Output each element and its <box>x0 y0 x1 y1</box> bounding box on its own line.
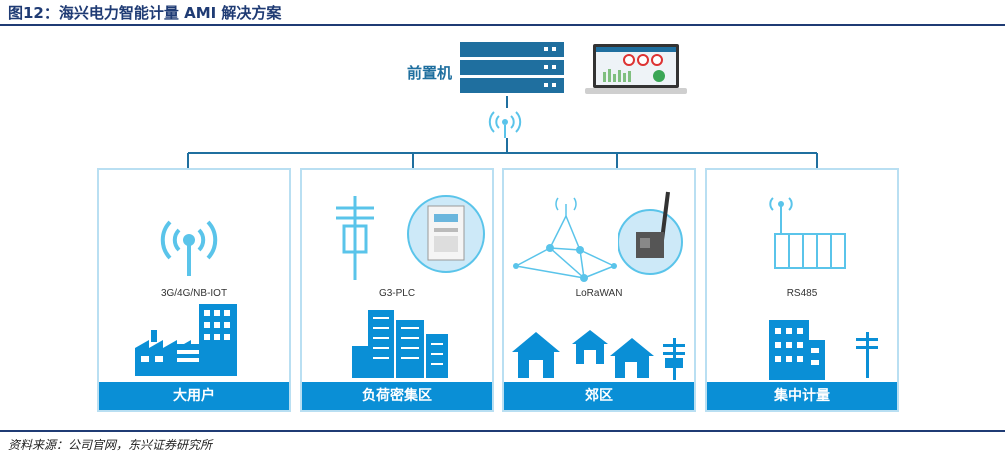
suburban-houses-icon <box>512 330 685 380</box>
factory-building-icon <box>135 304 237 376</box>
city-skyline-icon <box>352 310 448 378</box>
panel-large-users: 3G/4G/NB-IOT 大用户 <box>97 168 291 412</box>
lora-mesh-network-icon <box>513 197 617 282</box>
laptop-dashboard-icon <box>585 44 687 94</box>
wireless-signal-icon <box>488 111 522 138</box>
footer-divider <box>0 430 1005 432</box>
office-building-icon <box>769 320 878 380</box>
server-label: 前置机 <box>406 64 452 82</box>
panel-category-label: 郊区 <box>504 382 694 410</box>
tech-label: G3-PLC <box>378 288 416 299</box>
panel-category-label: 大用户 <box>99 382 289 410</box>
figure-title: 图12：海兴电力智能计量 AMI 解决方案 <box>8 4 282 22</box>
panel-category-label: 负荷密集区 <box>302 382 492 410</box>
cell-tower-icon <box>160 220 218 276</box>
utility-pole-icon <box>336 196 374 280</box>
panel-category-label: 集中计量 <box>707 382 897 410</box>
tech-label: 3G/4G/NB-IOT <box>160 288 228 299</box>
panel-dense-load-area: G3-PLC 负荷密集区 <box>300 168 494 412</box>
rs485-meter-bank-icon <box>769 197 846 269</box>
lora-gateway-icon <box>618 191 683 275</box>
network-connectors <box>187 96 818 169</box>
server-stack-icon <box>460 42 564 93</box>
tech-label: LoRaWAN <box>575 288 623 299</box>
smart-meter-icon <box>407 195 485 273</box>
tech-label: RS485 <box>786 288 818 299</box>
title-divider <box>0 24 1005 26</box>
source-note: 资料来源：公司官网，东兴证券研究所 <box>8 438 213 452</box>
panel-suburb: LoRaWAN 郊区 <box>502 168 696 412</box>
panel-centralized-metering: RS485 集中计量 <box>705 168 899 412</box>
